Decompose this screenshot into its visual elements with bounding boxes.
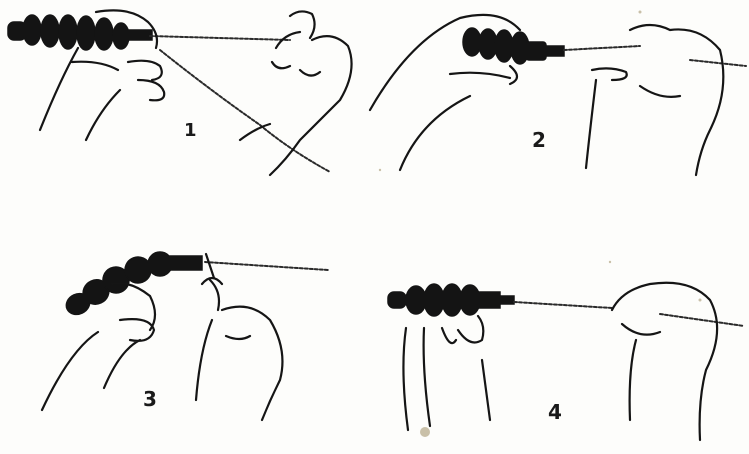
paper-specks (0, 0, 749, 454)
illustration-page: 1 2 3 (0, 0, 749, 454)
